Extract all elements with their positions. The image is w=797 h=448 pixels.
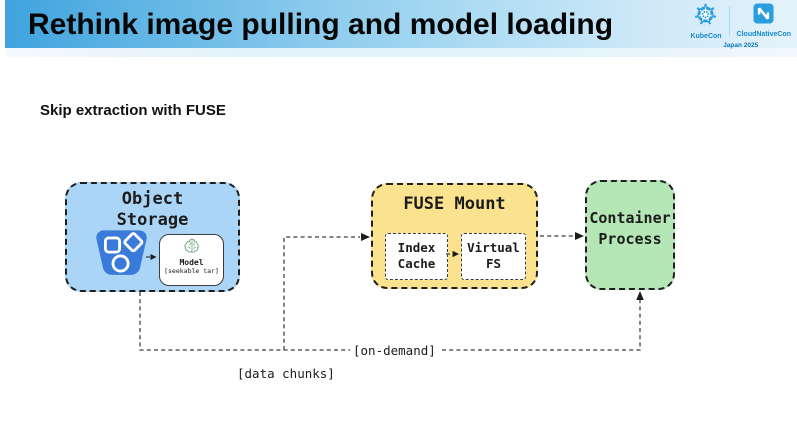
connector-storage-to-container [139,292,641,351]
cloudnativecon-logo: CloudNativeCon [737,3,791,38]
object-storage-box: Object Storage Model [seekable tar] [65,182,240,292]
connector-branch-to-fuse [283,236,360,350]
arrowhead-into-container-left [575,232,584,240]
on-demand-label: [on-demand] [350,343,439,358]
logo-row: KubeCon CloudNativeCon [690,3,791,40]
data-chunks-label: [data chunks] [237,366,335,381]
fuse-mount-title: FUSE Mount [403,194,506,214]
container-process-title: Container Process [589,209,671,248]
arrowhead-into-fuse [361,233,370,241]
logo-divider [728,6,730,36]
cncf-cube-icon [753,3,774,29]
cloudnativecon-label: CloudNativeCon [736,31,791,38]
brain-icon [181,238,203,258]
model-card: Model [seekable tar] [159,234,224,286]
helm-wheel-icon [694,3,717,31]
storage-bucket-icon [95,229,148,284]
slide-title: Rethink image pulling and model loading [28,8,614,41]
virtual-fs-box: Virtual FS [461,233,526,280]
arrowhead-into-container-bottom [636,291,644,300]
event-logos: KubeCon CloudNativeCon Japan 2025 [690,3,791,49]
object-storage-title: Object Storage [116,189,189,230]
slide-subtitle: Skip extraction with FUSE [40,102,226,119]
header-banner: Rethink image pulling and model loading [5,0,797,57]
index-cache-box: Index Cache [385,233,448,280]
kubecon-logo: KubeCon [690,3,722,40]
fuse-mount-box: FUSE Mount Index Cache Virtual FS [371,183,538,289]
event-name-label: Japan 2025 [723,42,759,49]
kubecon-label: KubeCon [690,33,722,40]
container-process-box: Container Process [585,180,675,290]
model-card-title: Model [179,258,204,267]
model-card-subtitle: [seekable tar] [164,267,219,275]
